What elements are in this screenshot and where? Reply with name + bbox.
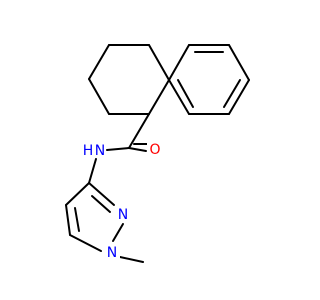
double-bond [74, 207, 80, 232]
atom-labels: O H N N N [83, 140, 163, 261]
bond [88, 78, 110, 115]
bond [106, 147, 130, 151]
bond [168, 44, 190, 81]
carbonyl-bond [128, 147, 147, 152]
molecule-structure: O H N N N [65, 44, 250, 263]
bond [168, 79, 190, 115]
bonds [65, 44, 250, 263]
nitrogen-atom-label: N [107, 245, 117, 261]
double-bond [91, 195, 111, 213]
double-bond [65, 204, 71, 236]
bond [88, 158, 97, 184]
label-mask [85, 141, 103, 158]
bond [119, 256, 144, 263]
double-bond [88, 182, 115, 206]
double-bond [177, 79, 194, 108]
oxygen-atom-label: O [149, 142, 160, 158]
label-mask [115, 205, 131, 222]
bond [69, 234, 102, 252]
bond [88, 44, 110, 80]
bond [228, 44, 250, 81]
nitrogen-atom-label: N [118, 207, 128, 223]
bond [128, 113, 150, 149]
bond [148, 79, 170, 115]
label-mask [104, 243, 120, 260]
nitrogen-atom-label: N [95, 143, 105, 159]
bond [112, 223, 124, 242]
label-mask [147, 140, 163, 157]
bond [65, 182, 90, 206]
double-bond [223, 79, 241, 108]
bond [148, 44, 170, 81]
hydrogen-atom-label: H [83, 143, 94, 159]
bond [228, 79, 250, 115]
